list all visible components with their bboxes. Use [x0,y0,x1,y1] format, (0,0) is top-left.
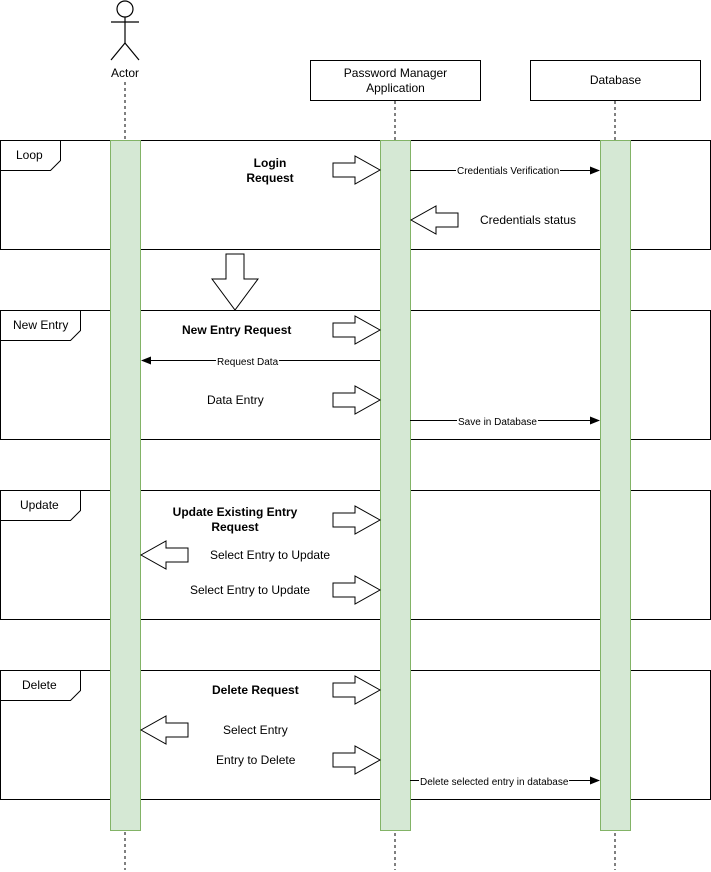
login-request-label: Login Request [220,156,320,186]
new-entry-frame-label: New Entry [13,318,69,332]
app-label-line1: Password Manager [343,65,448,80]
actor-activation-bar [110,140,141,831]
app-participant-box [310,60,481,101]
app-participant-label: Password Manager Application [310,60,481,101]
save-in-database-label: Save in Database [457,415,538,430]
login-label-line2: Request [246,171,294,185]
update-request-arrow [332,505,382,535]
select-entry-update-right-arrow [332,575,382,605]
loop-frame-label: Loop [16,148,43,162]
delete-selected-label: Delete selected entry in database [419,775,570,790]
request-data-label: Request Data [216,355,280,370]
delete-request-label: Delete Request [212,683,299,697]
data-entry-label: Data Entry [207,393,264,407]
update-label-line2: Request [211,520,259,534]
new-entry-request-label: New Entry Request [182,323,292,337]
login-request-arrow [332,155,382,185]
login-label-line1: Login [253,156,287,170]
app-activation-bar [380,140,411,831]
select-entry-to-update-label-2: Select Entry to Update [190,583,311,597]
database-participant-label: Database [589,73,642,87]
update-frame-label: Update [20,498,59,512]
credentials-status-label: Credentials status [480,213,577,227]
actor-figure [110,0,140,61]
select-entry-to-update-label-1: Select Entry to Update [210,548,331,562]
database-activation-bar [600,140,631,831]
delete-request-arrow [332,675,382,705]
entry-to-delete-arrow [332,745,382,775]
loop-frame-tab [0,140,61,171]
flow-down-arrow [211,253,259,311]
update-request-label: Update Existing Entry Request [165,505,305,535]
credentials-status-arrow [409,205,459,235]
update-frame-tab [0,490,81,521]
database-participant-box [530,60,701,101]
new-entry-frame-tab [0,310,81,341]
select-entry-label: Select Entry [223,723,288,737]
delete-frame-label: Delete [22,678,57,692]
select-entry-update-left-arrow [139,540,189,570]
new-entry-request-arrow [332,315,382,345]
app-label-line2: Application [366,80,425,95]
delete-frame-tab [0,670,81,701]
update-label-line1: Update Existing Entry [172,505,298,519]
actor-label: Actor [110,66,139,80]
credentials-verification-label: Credentials Verification [456,164,561,179]
data-entry-arrow [332,385,382,415]
entry-to-delete-label: Entry to Delete [216,753,296,767]
select-entry-left-arrow [139,715,189,745]
